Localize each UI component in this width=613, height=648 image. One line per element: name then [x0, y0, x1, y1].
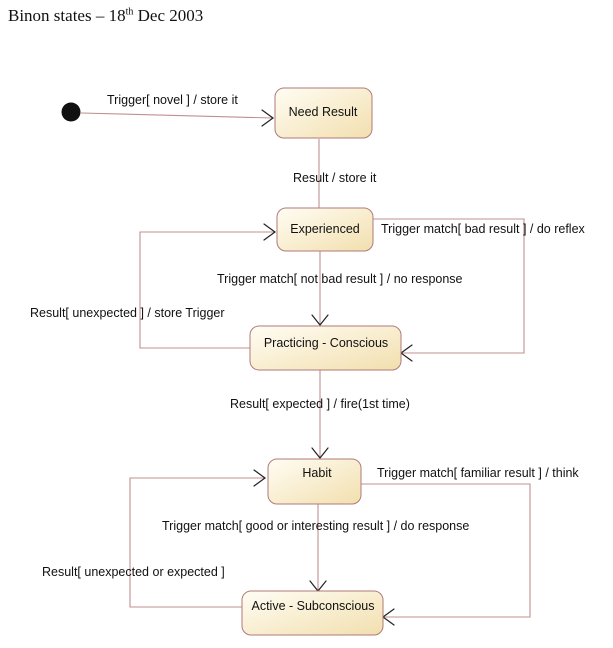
state-habit-box [267, 458, 362, 505]
state-need-result-label: Need Result [289, 105, 358, 119]
state-active-subconscious-label: Active - Subconscious [252, 599, 375, 613]
state-active-subconscious-box [241, 590, 384, 636]
edge-practicing-to-experienced [139, 231, 275, 349]
state-experienced-label: Experienced [290, 222, 360, 236]
label-initial-to-need-result: Trigger[ novel ] / store it [107, 93, 238, 107]
label-habit-to-active-think: Trigger match[ familiar result ] / think [377, 466, 579, 480]
arrowhead-need-result [261, 109, 275, 127]
label-active-to-habit: Result[ unexpected or expected ] [42, 565, 225, 579]
label-experienced-to-practicing: Trigger match[ not bad result ] / no res… [217, 272, 463, 286]
arrowhead-habit-from-practicing [311, 447, 329, 459]
label-habit-to-active: Trigger match[ good or interesting resul… [162, 519, 469, 533]
label-practicing-to-experienced: Result[ unexpected ] / store Trigger [30, 306, 225, 320]
state-active-subconscious: Active - Subconscious [241, 590, 384, 636]
title-superscript: th [125, 6, 134, 18]
edge-active-to-habit [129, 477, 265, 608]
state-practicing-conscious-label: Practicing - Conscious [264, 336, 388, 350]
edge-initial-to-need-result [80, 112, 274, 119]
edge-habit-to-active-think [361, 483, 531, 618]
arrowhead-experienced-from-practicing [263, 223, 277, 241]
edge-experienced-to-practicing-reflex [373, 218, 525, 354]
state-experienced-box [276, 207, 374, 252]
state-habit: Habit [267, 458, 362, 505]
arrowhead-habit-from-active [253, 469, 267, 487]
title-prefix: Binon states – 18 [8, 6, 126, 25]
state-need-result: Need Result [274, 87, 373, 139]
label-practicing-to-habit: Result[ expected ] / fire(1st time) [230, 397, 410, 411]
state-need-result-box [274, 87, 373, 139]
title-suffix: Dec 2003 [133, 6, 204, 25]
label-experienced-to-practicing-reflex: Trigger match[ bad result ] / do reflex [381, 222, 586, 236]
state-habit-label: Habit [302, 466, 332, 480]
state-experienced: Experienced [276, 207, 374, 252]
arrowhead-practicing-from-experienced [311, 314, 329, 326]
initial-state-dot [61, 102, 81, 122]
state-practicing-conscious: Practicing - Conscious [249, 325, 402, 371]
page-title: Binon states – 18th Dec 2003 [8, 6, 203, 26]
state-practicing-conscious-box [249, 325, 402, 371]
label-need-result-to-experienced: Result / store it [293, 171, 377, 185]
